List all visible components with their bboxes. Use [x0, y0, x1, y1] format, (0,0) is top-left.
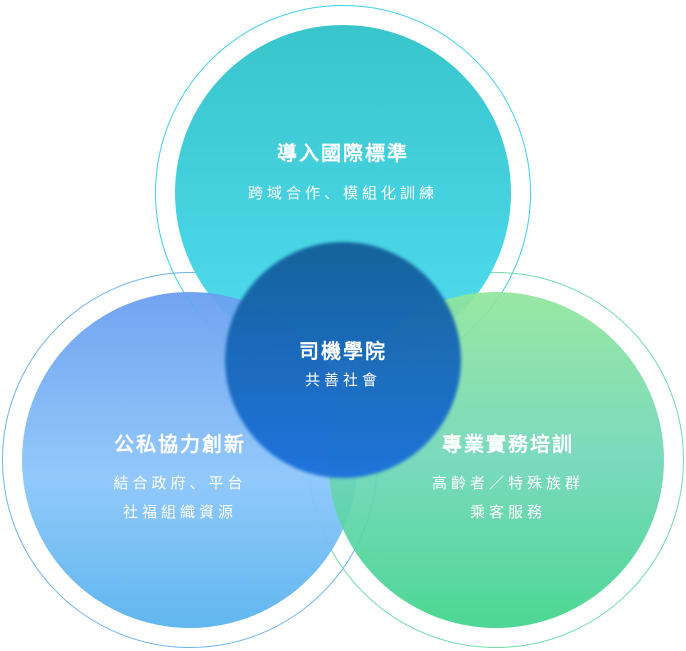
left-desc-2: 社福組織資源 [122, 503, 237, 521]
top-label: 導入國際標準 跨域合作、模組化訓練 [193, 137, 493, 208]
right-desc-1: 高齡者／特殊族群 [431, 474, 584, 492]
left-title: 公私協力創新 [114, 432, 246, 456]
right-desc-2: 乘客服務 [469, 503, 546, 521]
center-desc-1: 共善社會 [304, 371, 381, 389]
top-desc-1: 跨域合作、模組化訓練 [247, 184, 438, 202]
right-label: 專業實務培訓 高齡者／特殊族群 乘客服務 [358, 428, 658, 527]
center-circle [225, 242, 461, 478]
left-desc-1: 結合政府、平台 [113, 474, 247, 492]
center-label: 司機學院 共善社會 [193, 335, 493, 395]
left-label: 公私協力創新 結合政府、平台 社福組織資源 [30, 428, 330, 527]
right-title: 專業實務培訓 [442, 432, 574, 456]
top-title: 導入國際標準 [277, 141, 409, 165]
center-title: 司機學院 [299, 339, 387, 363]
